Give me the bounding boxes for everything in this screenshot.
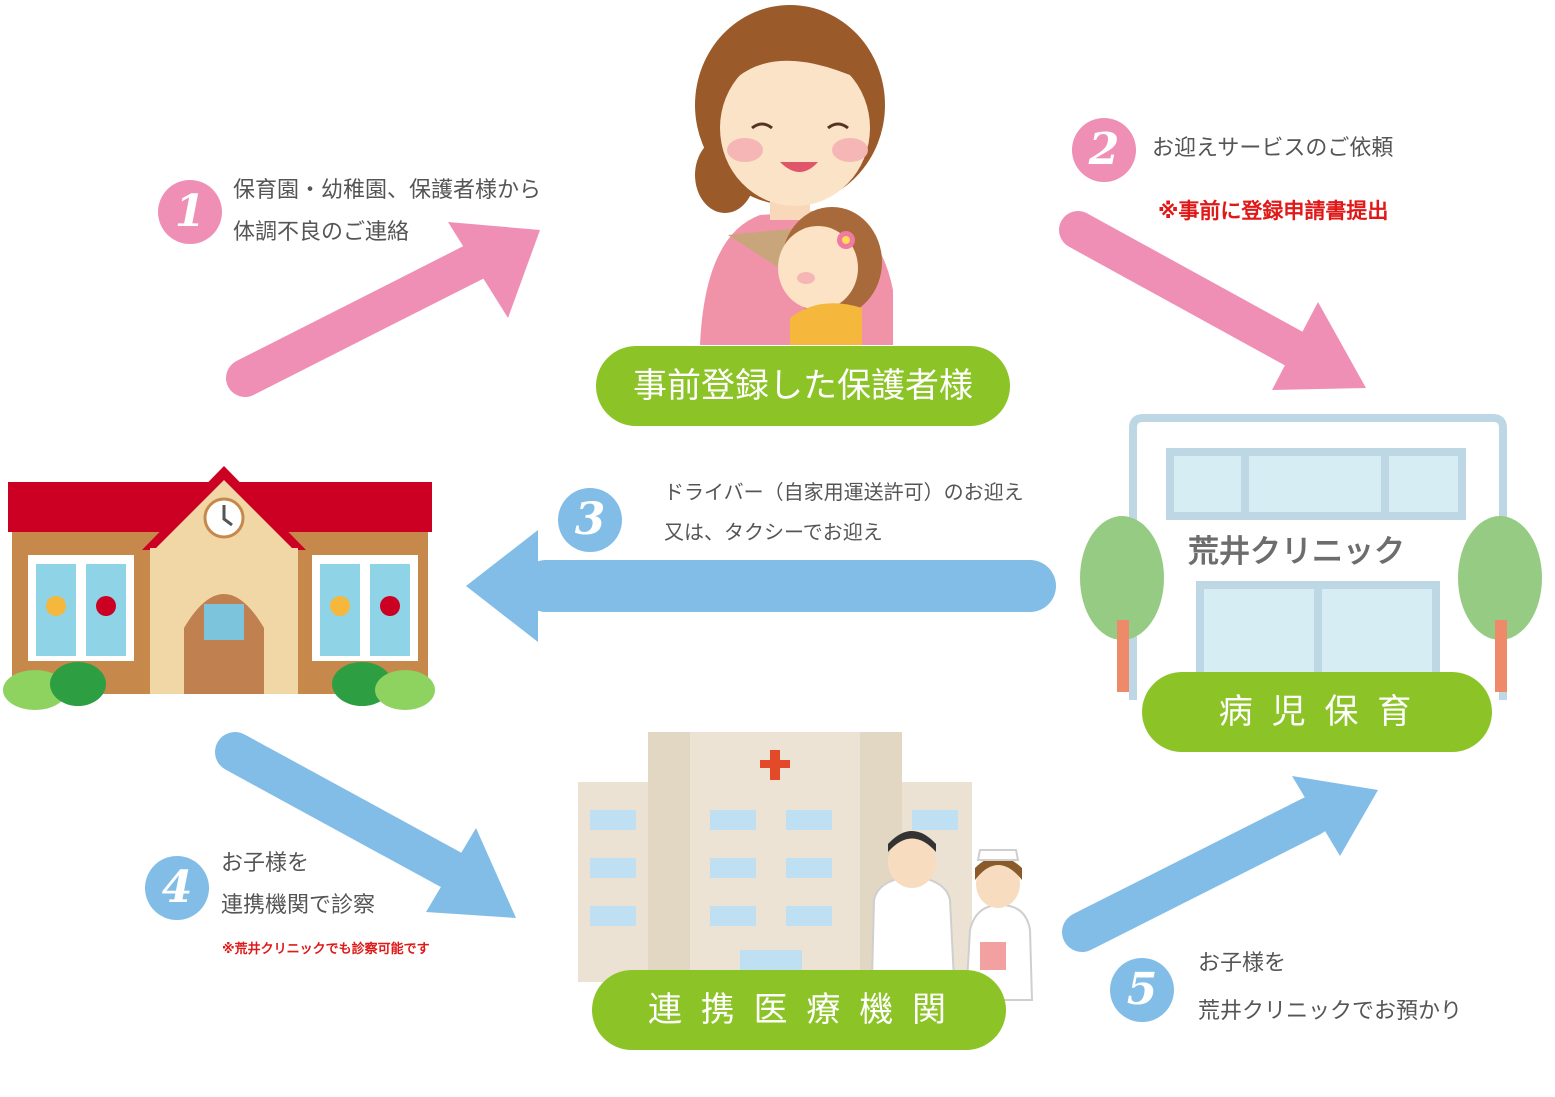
step-4-line-1: お子様を — [221, 851, 310, 876]
step-2-text: お迎えサービスのご依頼 — [1152, 128, 1393, 170]
step-3-number: 3 — [558, 488, 622, 552]
arrow-step-5 — [1062, 776, 1378, 952]
step-2-line-1: お迎えサービスのご依頼 — [1152, 136, 1394, 161]
step-5-line-1: お子様を — [1198, 951, 1287, 976]
step-5-number: 5 — [1110, 958, 1174, 1022]
arrow-step-4 — [215, 732, 516, 918]
node-partner-medical: 連 携 医 療 機 関 — [592, 970, 1006, 1050]
step-3-line-2: 又は、タクシーでお迎え — [664, 520, 883, 544]
step-4-note: ※荒井クリニックでも診察可能です — [222, 942, 430, 957]
node-guardian: 事前登録した保護者様 — [596, 346, 1010, 426]
step-1-number: 1 — [158, 180, 222, 244]
step-5-text: お子様を 荒井クリニックでお預かり — [1198, 940, 1462, 1036]
step-1-line-2: 体調不良のご連絡 — [233, 220, 410, 245]
step-5-line-2: 荒井クリニックでお預かり — [1198, 999, 1463, 1024]
step-2-note: ※事前に登録申請書提出 — [1158, 199, 1389, 223]
step-1-line-1: 保育園・幼稚園、保護者様から — [233, 178, 542, 203]
step-4-number: 4 — [145, 856, 209, 920]
step-3-line-1: ドライバー（自家用運送許可）のお迎え — [664, 480, 1024, 504]
step-1-text: 保育園・幼稚園、保護者様から 体調不良のご連絡 — [233, 170, 541, 254]
step-4-text: お子様を 連携機関で診察 — [221, 843, 375, 927]
arrow-step-1 — [226, 222, 540, 397]
step-4-line-2: 連携機関で診察 — [221, 893, 376, 918]
arrow-step-3 — [466, 530, 1056, 642]
node-sick-child-care: 病 児 保 育 — [1142, 672, 1492, 752]
arrow-step-2 — [1059, 211, 1366, 390]
clinic-sign: 荒井クリニック — [1188, 534, 1405, 570]
step-3-text: ドライバー（自家用運送許可）のお迎え 又は、タクシーでお迎え — [664, 472, 1024, 552]
step-2-number: 2 — [1072, 118, 1136, 182]
